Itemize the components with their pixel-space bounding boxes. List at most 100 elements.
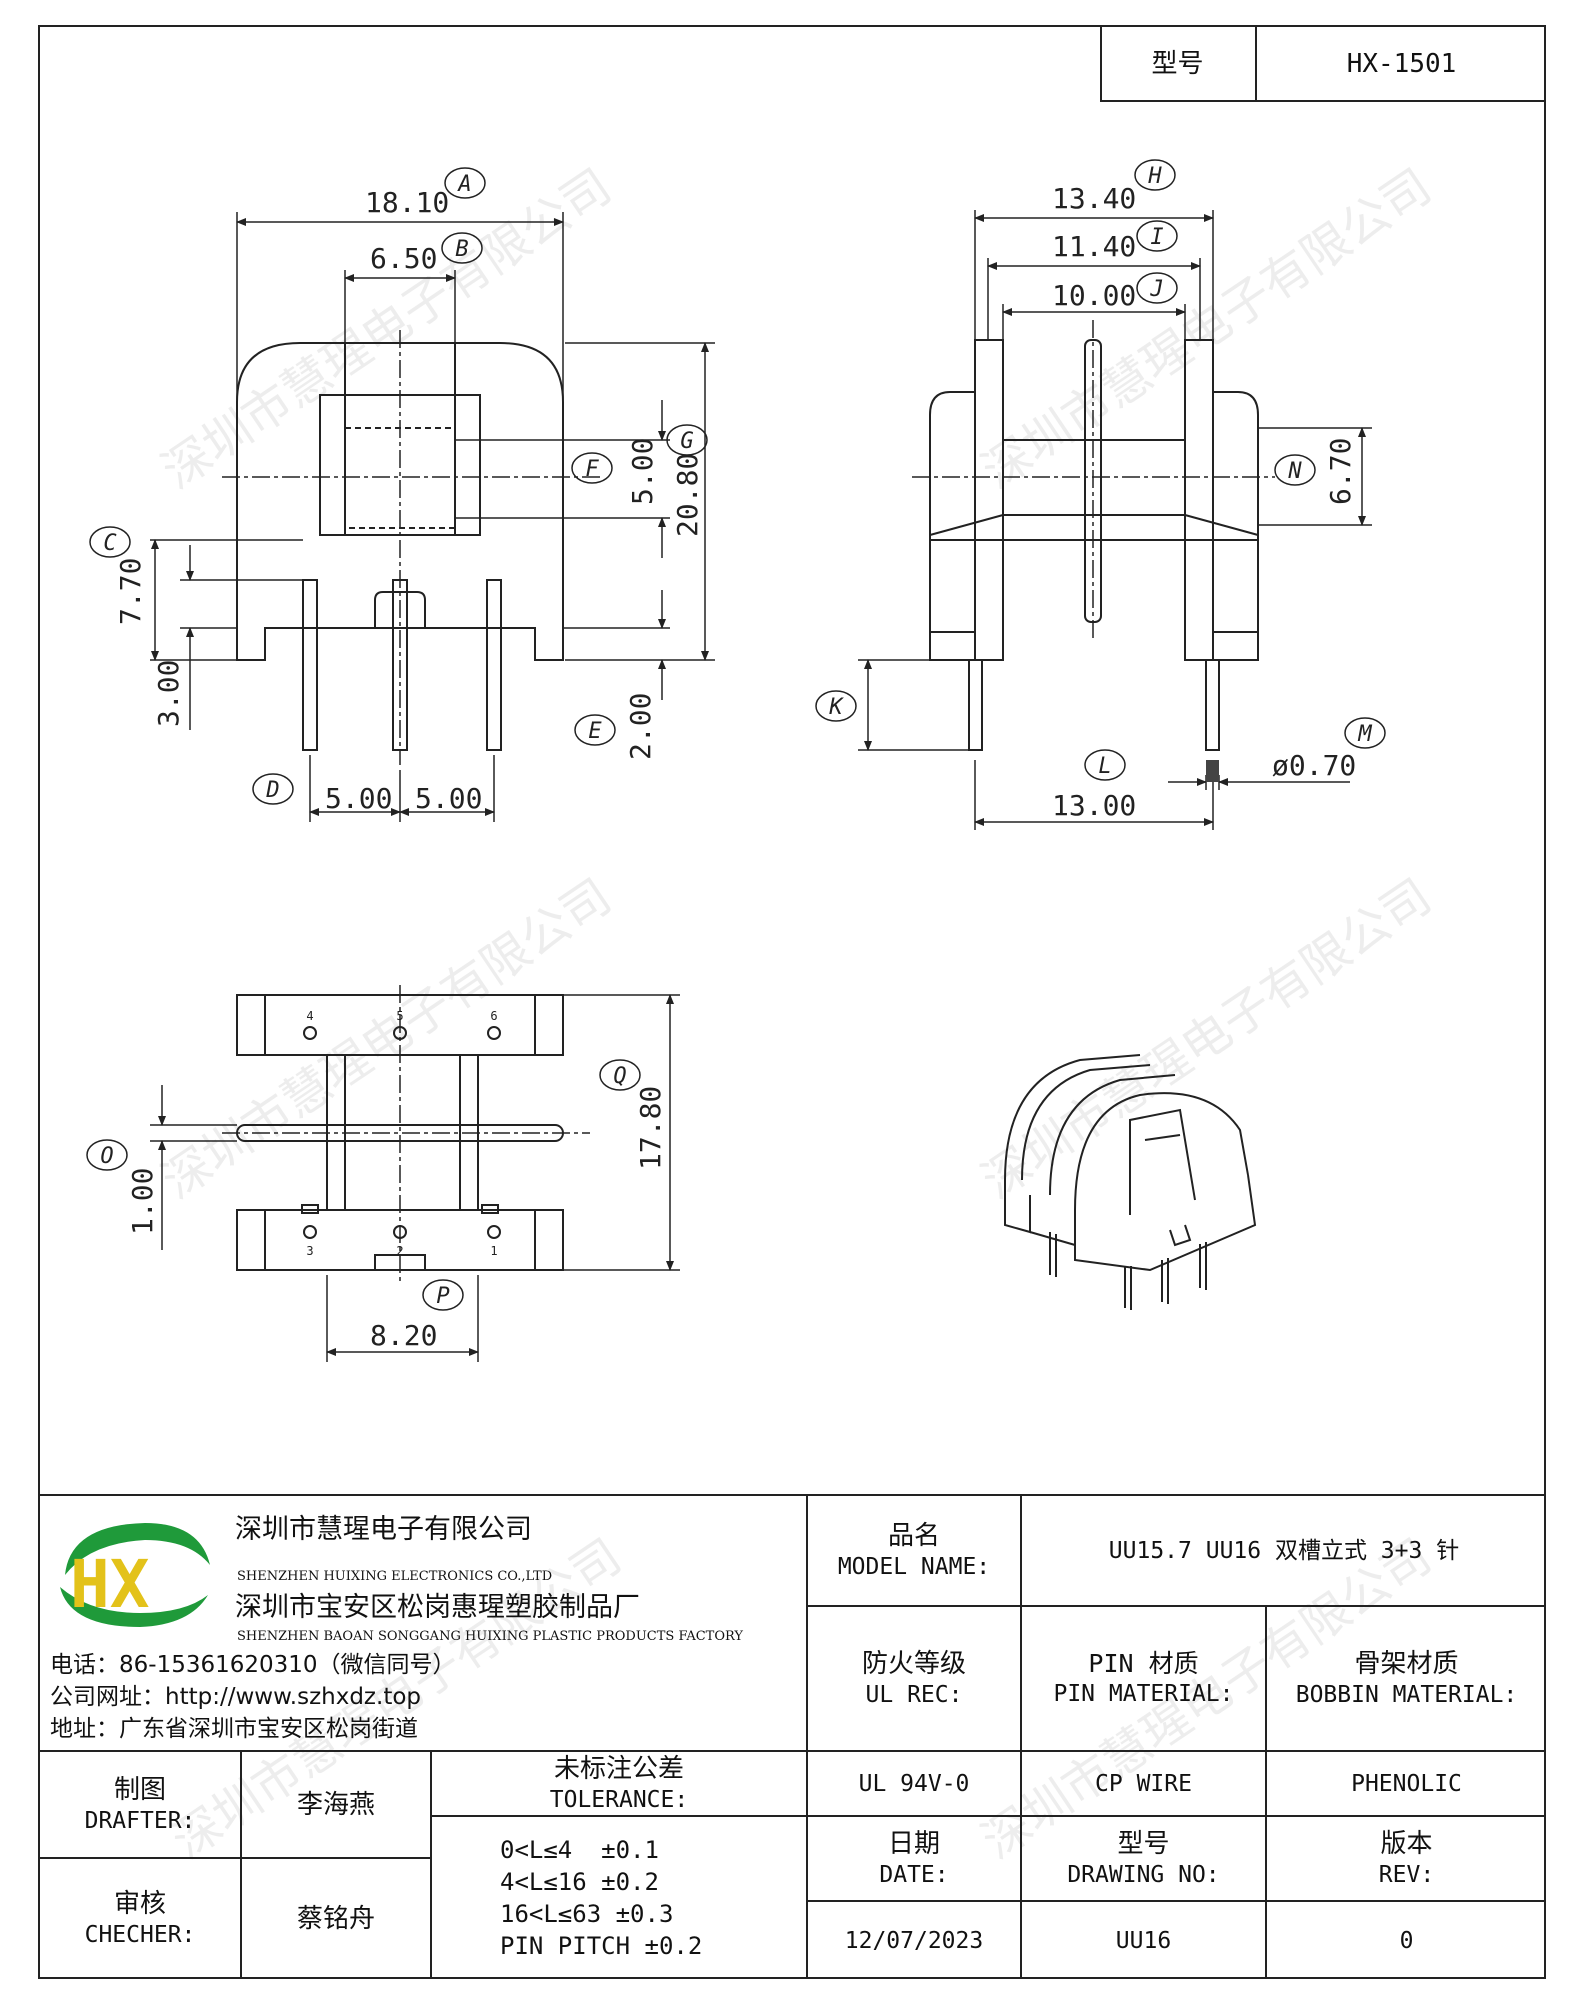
dim-o: 1.00	[126, 1168, 159, 1235]
tb-line	[806, 1605, 1546, 1607]
marker-h: H	[1147, 164, 1162, 189]
dim-j: 10.00	[1052, 279, 1136, 312]
dim-b: 6.50	[370, 242, 437, 275]
tolerance-item: 0<L≤4 ±0.1	[500, 1836, 659, 1864]
model-name-cn: 品名	[887, 1520, 940, 1551]
pin-label-4: 4	[306, 1009, 313, 1023]
marker-p: P	[436, 1284, 449, 1309]
marker-o: O	[100, 1144, 113, 1169]
marker-n: N	[1287, 459, 1302, 484]
company-phone: 电话：86-15361620310（微信同号）	[50, 1652, 456, 1678]
marker-c: C	[103, 531, 117, 556]
company-website: 公司网址：http://www.szhxdz.top	[50, 1684, 422, 1710]
tolerance-item: 4<L≤16 ±0.2	[500, 1868, 659, 1896]
model-name-label: 品名 MODEL NAME:	[808, 1496, 1020, 1605]
marker-i: I	[1150, 225, 1163, 250]
dim-p: 8.20	[370, 1319, 437, 1352]
tolerance-cn: 未标注公差	[553, 1753, 684, 1784]
marker-m: M	[1357, 722, 1372, 747]
rev-en: REV:	[1378, 1861, 1435, 1888]
isometric-view	[1004, 1054, 1257, 1310]
bobbin-material-cn: 骨架材质	[1354, 1648, 1459, 1679]
pin-label-3: 3	[306, 1244, 313, 1258]
company-logo: HX	[60, 1523, 210, 1627]
rev-label: 版本 REV:	[1267, 1817, 1546, 1900]
ul-rec-cn: 防火等级	[861, 1648, 966, 1679]
bottom-view	[222, 985, 590, 1285]
date-value: 12/07/2023	[844, 1927, 984, 1954]
side-view	[912, 320, 1275, 751]
bobbin-material-label: 骨架材质 BOBBIN MATERIAL:	[1267, 1607, 1546, 1750]
checker-name: 蔡铭舟	[296, 1904, 375, 1934]
dim-pitch-right: 5.00	[415, 782, 482, 815]
drafter-name: 李海燕	[296, 1789, 375, 1820]
tb-line	[806, 1900, 1546, 1902]
company-name-en: SHENZHEN HUIXING ELECTRONICS CO.,LTD	[237, 1568, 553, 1584]
dim-g: 20.80	[671, 453, 704, 537]
tb-line	[38, 1857, 430, 1859]
pin-label-2: 2	[396, 1244, 403, 1258]
logo-letters: HX	[70, 1546, 149, 1623]
tolerance-en: TOLERANCE:	[549, 1786, 689, 1813]
title-block-top	[38, 1494, 1546, 1496]
marker-f: F	[585, 457, 599, 482]
ul-rec-value: UL 94V-0	[858, 1770, 970, 1797]
pin-label-5: 5	[396, 1009, 403, 1023]
pin-material-en: PIN MATERIAL:	[1053, 1680, 1234, 1707]
factory-name-en: SHENZHEN BAOAN SONGGANG HUIXING PLASTIC …	[237, 1628, 743, 1644]
pin-label-6: 6	[490, 1009, 497, 1023]
drafter-label: 制图 DRAFTER:	[40, 1752, 240, 1857]
date-label: 日期 DATE:	[808, 1817, 1020, 1900]
pin-label-1: 1	[490, 1244, 497, 1258]
tolerance-list: 0<L≤4 ±0.1 4<L≤16 ±0.2 16<L≤63 ±0.3 PIN …	[500, 1822, 800, 1974]
date-cn: 日期	[887, 1828, 940, 1859]
technical-drawing: 18.10 6.50 5.00 5.00 13.40 11.40 10.00 1…	[86, 159, 1386, 1362]
tb-vline	[1020, 1494, 1022, 1979]
header-divider	[1255, 25, 1257, 102]
checker-en: CHECHER:	[84, 1922, 196, 1948]
header-model-label: 型号	[1151, 48, 1204, 79]
dim-c: 7.70	[114, 558, 147, 625]
dim-n: 6.70	[1324, 438, 1357, 505]
marker-b: B	[455, 237, 468, 262]
model-name-value: UU15.7 UU16 双槽立式 3+3 针	[1108, 1537, 1460, 1564]
drafter-en: DRAFTER:	[84, 1807, 196, 1834]
rev-value: 0	[1399, 1927, 1414, 1954]
dim-f: 5.00	[626, 438, 659, 505]
tb-vline	[430, 1750, 432, 1979]
marker-q: Q	[613, 1064, 626, 1089]
drawing-no-label: 型号 DRAWING NO:	[1022, 1817, 1265, 1900]
dim-pitch-left: 5.00	[325, 782, 392, 815]
tb-vline	[806, 1494, 808, 1979]
model-name-en: MODEL NAME:	[837, 1553, 991, 1580]
dim-a: 18.10	[365, 186, 449, 219]
tb-vline	[240, 1750, 242, 1979]
ul-rec-en: UL REC:	[865, 1681, 963, 1708]
marker-e: E	[588, 719, 602, 744]
marker-l: L	[1098, 754, 1111, 779]
dim-3: 3.00	[152, 660, 185, 727]
front-view	[222, 330, 600, 765]
marker-j: J	[1149, 277, 1163, 302]
drawing-no-en: DRAWING NO:	[1067, 1861, 1220, 1888]
dim-e: 2.00	[624, 693, 657, 760]
company-name-cn: 深圳市慧瑆电子有限公司	[235, 1513, 532, 1545]
dim-m: ø0.70	[1272, 749, 1356, 782]
header-model-value: HX-1501	[1346, 48, 1457, 79]
marker-a: A	[456, 172, 471, 197]
checker-label: 审核 CHECHER:	[40, 1859, 240, 1979]
tb-line	[38, 1750, 1546, 1752]
pin-material-value: CP WIRE	[1095, 1770, 1192, 1797]
tolerance-item: 16<L≤63 ±0.3	[500, 1900, 674, 1928]
dim-q: 17.80	[634, 1086, 667, 1170]
bobbin-material-en: BOBBIN MATERIAL:	[1295, 1681, 1518, 1708]
checker-cn: 审核	[113, 1889, 166, 1919]
tb-vline	[1265, 1605, 1267, 1979]
marker-g: G	[680, 429, 693, 454]
bobbin-material-value: PHENOLIC	[1351, 1770, 1462, 1797]
header-model-box	[1100, 25, 1546, 102]
pin-material-label: PIN 材质 PIN MATERIAL:	[1022, 1607, 1265, 1750]
tb-line	[430, 1815, 806, 1817]
pin-material-cn: PIN 材质	[1088, 1648, 1199, 1678]
date-en: DATE:	[879, 1861, 949, 1888]
